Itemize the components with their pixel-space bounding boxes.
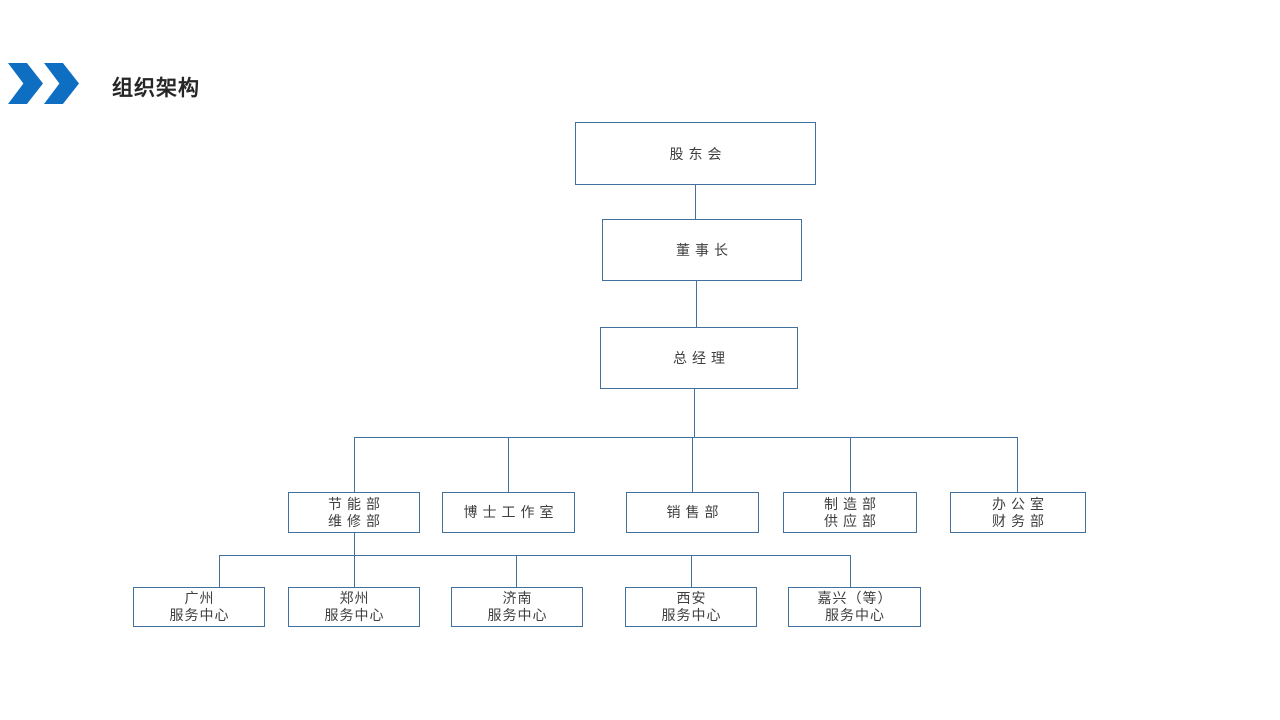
org-node-shareholders: 股东会 <box>575 122 816 185</box>
org-node-label: 服务中心 <box>825 607 885 623</box>
connector-drop-manufacturing-supply <box>850 437 851 492</box>
connector-gm-bus <box>694 389 695 437</box>
connector-maintenance-bus <box>354 533 355 555</box>
connector-drop-sales <box>692 437 693 492</box>
org-node-doctor-studio: 博士工作室 <box>442 492 575 533</box>
org-node-label: 服务中心 <box>169 607 230 623</box>
org-node-jiaxing-center: 嘉兴（等） 服务中心 <box>788 587 921 627</box>
page-title: 组织架构 <box>112 77 200 100</box>
org-node-label: 济南 <box>502 590 533 606</box>
org-node-label: 总经理 <box>673 350 730 366</box>
org-node-label: 维修部 <box>328 512 385 529</box>
org-node-energy-maintenance: 节能部 维修部 <box>288 492 420 533</box>
connector-drop-doctor-studio <box>508 437 509 492</box>
org-node-chairman: 董事长 <box>602 219 802 281</box>
connector-drop-guangzhou <box>219 555 220 587</box>
org-node-label: 郑州 <box>339 590 370 606</box>
org-node-label: 西安 <box>676 590 707 606</box>
connector-departments-bus <box>354 437 1018 438</box>
org-node-label: 节能部 <box>328 495 385 512</box>
org-node-label: 董事长 <box>676 242 733 258</box>
connector-drop-jinan <box>516 555 517 587</box>
org-node-label: 财务部 <box>992 512 1049 529</box>
connector-drop-xian <box>691 555 692 587</box>
connector-centers-bus <box>219 555 851 556</box>
org-node-zhengzhou-center: 郑州 服务中心 <box>288 587 420 627</box>
org-node-label: 制造部 <box>824 495 881 512</box>
org-node-office-finance: 办公室 财务部 <box>950 492 1086 533</box>
org-node-label: 供应部 <box>824 512 881 529</box>
org-node-general-manager: 总经理 <box>600 327 798 389</box>
org-node-manufacturing-supply: 制造部 供应部 <box>783 492 917 533</box>
org-node-label: 办公室 <box>992 495 1049 512</box>
org-node-guangzhou-center: 广州 服务中心 <box>133 587 265 627</box>
connector-chairman-gm <box>696 281 697 327</box>
org-node-label: 销售部 <box>666 504 724 520</box>
org-node-label: 服务中心 <box>661 607 722 623</box>
org-node-sales: 销售部 <box>626 492 759 533</box>
org-node-xian-center: 西安 服务中心 <box>625 587 757 627</box>
chevron-right-icon <box>44 63 79 104</box>
org-node-label: 服务中心 <box>324 607 385 623</box>
connector-drop-energy-maintenance <box>354 437 355 492</box>
chevron-right-icon <box>8 63 43 104</box>
org-node-jinan-center: 济南 服务中心 <box>451 587 583 627</box>
org-node-label: 博士工作室 <box>463 504 559 520</box>
org-node-label: 嘉兴（等） <box>817 590 893 606</box>
org-node-label: 广州 <box>184 590 215 606</box>
org-node-label: 股东会 <box>669 145 727 162</box>
connector-drop-jiaxing <box>850 555 851 587</box>
connector-shareholders-chairman <box>695 185 696 219</box>
connector-drop-zhengzhou <box>354 555 355 587</box>
org-node-label: 服务中心 <box>487 607 548 623</box>
connector-drop-office-finance <box>1017 437 1018 492</box>
